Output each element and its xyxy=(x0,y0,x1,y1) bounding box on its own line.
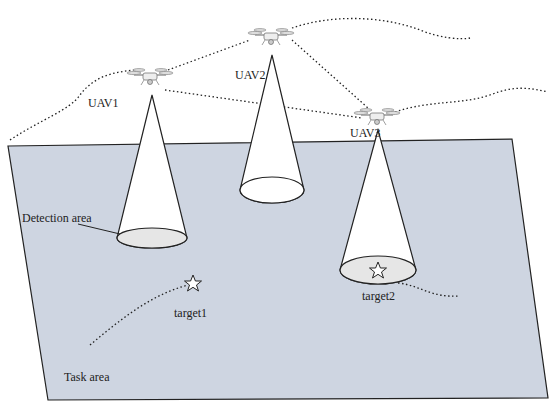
task-area xyxy=(8,139,548,400)
detection-cones xyxy=(117,55,416,284)
target-star xyxy=(370,262,387,278)
target-label: target1 xyxy=(174,306,207,320)
uav-icon xyxy=(127,69,173,85)
uav-label: UAV2 xyxy=(235,68,265,82)
dotted-paths xyxy=(10,18,548,345)
area-label: Detection area xyxy=(22,211,92,225)
uav-icon xyxy=(354,109,400,125)
uav-label: UAV1 xyxy=(88,96,118,110)
target-label: target2 xyxy=(362,289,395,303)
area-label: Task area xyxy=(64,370,109,384)
uav-label: UAV3 xyxy=(350,126,380,140)
leader-line xyxy=(78,224,120,234)
target-star xyxy=(185,275,202,291)
uav-icon xyxy=(248,29,294,45)
